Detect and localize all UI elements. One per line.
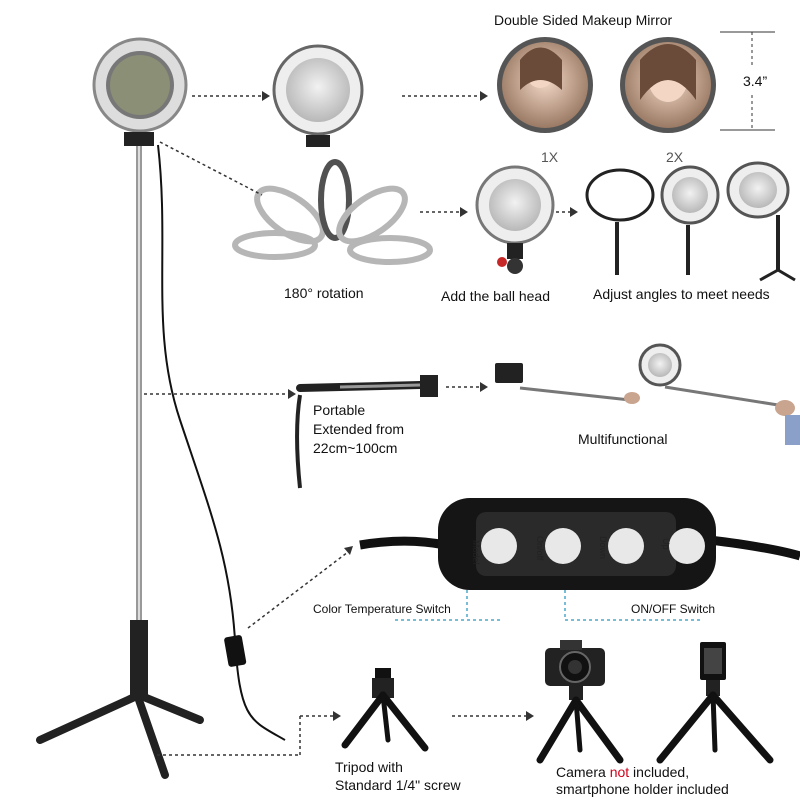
- ring-light-front: [272, 44, 364, 147]
- floor-tripod: [36, 620, 204, 779]
- rotation-illustration: [232, 159, 433, 265]
- camera-on-tripod: [536, 640, 624, 764]
- size-dimension-marker: [720, 31, 775, 131]
- inline-switch: [224, 635, 247, 667]
- multifunctional-label: Multifunctional: [578, 431, 668, 447]
- button-onoff-label: On/off: [535, 536, 545, 561]
- selfie-stick: [295, 375, 438, 489]
- desktop-tripod: [341, 668, 429, 752]
- multifunctional-illustration: [495, 343, 800, 445]
- camera-note-highlight: not: [609, 764, 630, 780]
- camera-note-line-1: Camera not included,: [556, 764, 689, 781]
- portable-line-3: 22cm~100cm: [313, 440, 398, 456]
- angles-label: Adjust angles to meet needs: [593, 286, 770, 302]
- tripod-line-2: Standard 1/4" screw: [335, 777, 461, 793]
- button-model-label: Model: [471, 540, 481, 565]
- phone-holder-tripod: [656, 642, 774, 764]
- button-down-label: Down: [598, 536, 608, 560]
- flow-arrows: [144, 95, 572, 756]
- main-ring-light: [92, 37, 188, 146]
- power-cord: [157, 144, 286, 741]
- mirror-1x-label: 1X: [541, 149, 559, 165]
- mirror-size-label: 3.4”: [743, 73, 768, 89]
- rotation-label: 180° rotation: [284, 285, 364, 301]
- button-up-label: Up: [661, 538, 671, 550]
- ball-head-ring: [475, 165, 555, 274]
- remote-controller: [359, 498, 800, 590]
- camera-note-suffix: included,: [629, 764, 690, 780]
- mirror-title: Double Sided Makeup Mirror: [494, 12, 673, 28]
- angle-variations: [585, 161, 796, 282]
- tripod-line-1: Tripod with: [335, 759, 403, 775]
- onoff-switch-label: ON/OFF Switch: [631, 602, 716, 616]
- color-temperature-label: Color Temperature Switch: [313, 602, 451, 616]
- controller-callouts: [395, 590, 700, 621]
- mirror-1x: [497, 37, 593, 133]
- mirror-2x: [620, 37, 716, 133]
- camera-note-line-2: smartphone holder included: [556, 781, 729, 797]
- portable-line-1: Portable: [313, 402, 366, 418]
- mirror-2x-label: 2X: [666, 149, 684, 165]
- camera-note-prefix: Camera: [556, 764, 610, 780]
- portable-line-2: Extended from: [313, 421, 405, 437]
- arrow-heads: [262, 91, 578, 721]
- ball-head-label: Add the ball head: [441, 288, 550, 304]
